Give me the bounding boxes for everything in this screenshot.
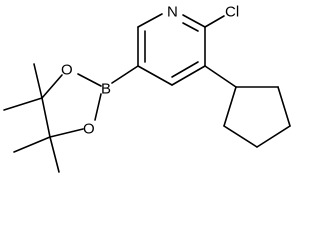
bond-c6-n	[137, 13, 163, 28]
bond-b-o1	[77, 73, 102, 87]
bond-cp4-cp5	[223, 125, 258, 148]
dioxaborolane-ring	[41, 73, 102, 138]
molecule-svg: N Cl B O O	[3, 4, 291, 173]
bond-c3-c4	[171, 65, 206, 86]
bond-cp3-cp4	[256, 125, 291, 148]
bond-n-c2	[182, 14, 206, 28]
methyl-c2-bottom	[49, 136, 60, 173]
atom-label-nitrogen: N	[167, 4, 178, 21]
methyl-c2-left	[13, 136, 51, 153]
atom-label-oxygen-top: O	[61, 62, 73, 79]
bond-c5-b	[111, 65, 139, 84]
bond-c3-c4-inner	[171, 61, 199, 78]
bond-c1-c2	[41, 97, 51, 138]
structure-diagram: N Cl B O O	[3, 4, 291, 173]
bond-c2-cl	[204, 15, 225, 28]
bond-cp5-cp1	[223, 86, 237, 127]
pyridine-ring	[137, 13, 206, 86]
atom-label-chlorine: Cl	[225, 4, 239, 21]
bond-c4-c5	[137, 65, 173, 86]
bond-cp2-cp3	[277, 86, 291, 127]
bond-o1-c1	[41, 74, 63, 99]
methyl-groups	[3, 63, 60, 173]
bond-c3-cp1	[204, 65, 237, 88]
bond-b-o2	[94, 93, 102, 121]
atom-label-boron: B	[101, 81, 111, 98]
bond-o2-c2	[49, 128, 84, 138]
methyl-c1-left	[3, 97, 43, 111]
atom-label-oxygen-bottom: O	[83, 121, 95, 138]
methyl-c1-top	[33, 63, 43, 99]
cyclopentyl-group	[204, 65, 291, 148]
bond-n-c2-inner	[182, 22, 199, 32]
